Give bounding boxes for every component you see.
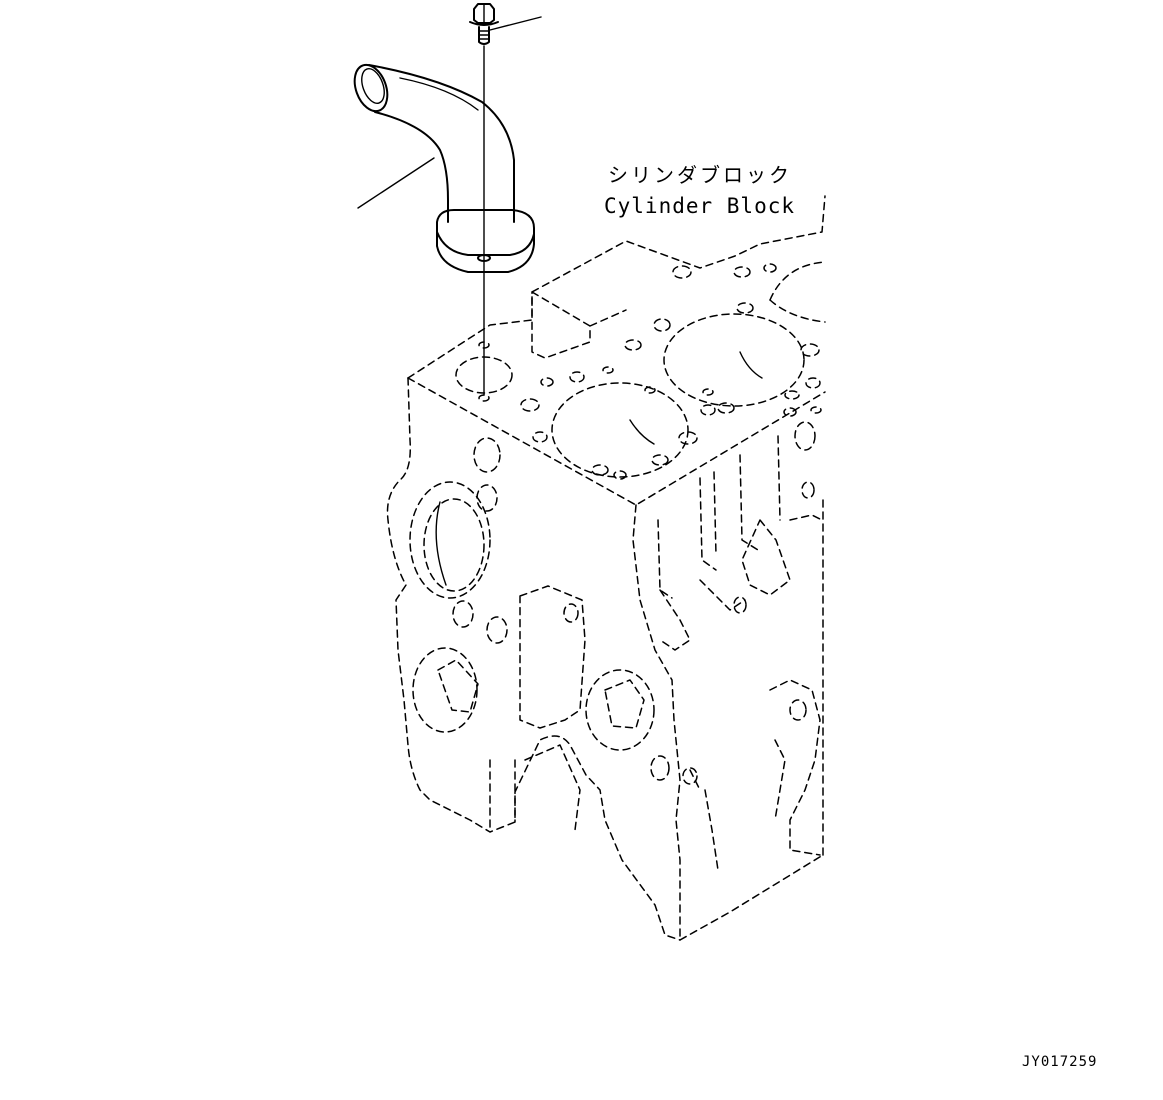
elbow-leader-line <box>357 157 435 209</box>
drawing-code: JY017259 <box>1022 1054 1097 1070</box>
bolt-leader-line <box>489 16 542 31</box>
part-label-japanese: シリンダブロック <box>608 163 792 187</box>
part-label-english: Cylinder Block <box>604 194 795 218</box>
water-outlet-elbow <box>353 63 535 273</box>
bolt <box>469 3 499 45</box>
cylinder-block <box>386 195 826 941</box>
